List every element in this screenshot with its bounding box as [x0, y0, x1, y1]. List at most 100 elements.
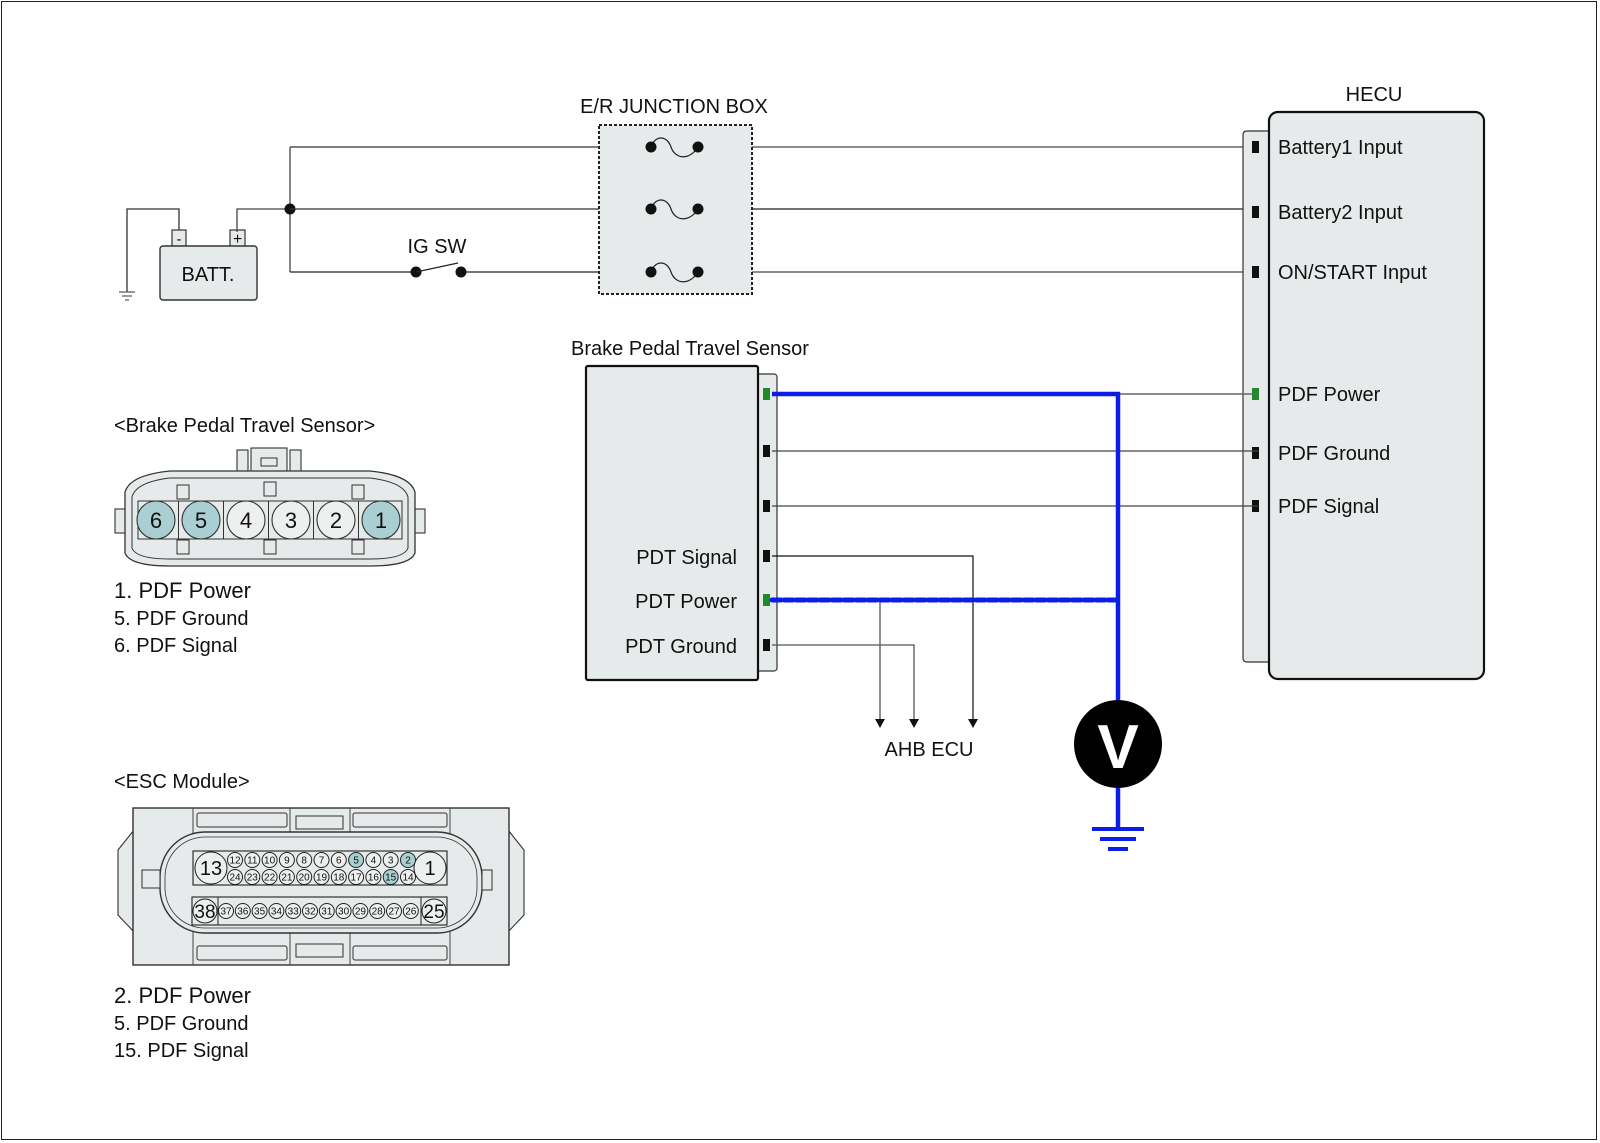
connector-pin-number: 11 — [247, 856, 258, 867]
connector-pin — [296, 852, 313, 868]
voltmeter-icon: V — [1097, 713, 1138, 782]
connector-pin — [261, 869, 278, 885]
connector-pin-number: 16 — [368, 873, 380, 884]
sensor-pin-terminal — [763, 500, 770, 512]
connector-pin-number: 19 — [316, 873, 328, 884]
sensor-pin-label: PDT Power — [635, 591, 737, 613]
hecu-pin-label: PDF Power — [1278, 384, 1381, 406]
connector-pin-number: 3 — [285, 508, 297, 533]
connector-pin-number: 22 — [264, 873, 276, 884]
connector-pin-number: 20 — [299, 873, 311, 884]
connector-pin — [330, 852, 347, 868]
connector-pin-number: 5 — [353, 856, 359, 867]
hecu-pin-terminal — [1252, 266, 1259, 278]
connector-pin — [352, 903, 369, 919]
hecu-pin-terminal — [1252, 206, 1259, 218]
hecu-pin-terminal — [1252, 141, 1259, 153]
connector-pin — [244, 869, 261, 885]
fuse-1 — [645, 137, 704, 158]
battery: - + BATT. — [119, 208, 258, 301]
connector-pin — [227, 852, 243, 868]
battery-neg-wire — [126, 208, 180, 292]
connector-pin — [251, 903, 268, 919]
hecu-pin-label: ON/START Input — [1278, 262, 1427, 284]
ahb-ecu-wires: AHB ECU — [772, 555, 978, 761]
connector-pin — [226, 500, 266, 540]
connector-pin — [313, 852, 330, 868]
connector-pin — [348, 852, 365, 868]
connector-pin — [382, 852, 399, 868]
connector-pin — [402, 903, 419, 919]
voltmeter[interactable]: V — [1074, 700, 1162, 788]
ground-icon — [119, 291, 135, 301]
sensor-hecu-wires — [772, 393, 1258, 507]
connector-pin-number: 35 — [254, 907, 266, 918]
sensor-pin-label: PDT Signal — [636, 547, 737, 569]
measurement-wires: V — [769, 391, 1162, 851]
connector-pin-number: 33 — [288, 907, 300, 918]
junction-box: E/R JUNCTION BOX — [580, 96, 768, 295]
connector-pin-number: 30 — [338, 907, 350, 918]
connector-pin-number: 38 — [194, 902, 215, 923]
connector-pin-number: 6 — [336, 856, 342, 867]
hecu-pin-label: PDF Ground — [1278, 443, 1390, 465]
connector-pin-number: 31 — [321, 907, 333, 918]
pin-legend-item: 5. PDF Ground — [114, 1013, 249, 1035]
connector-pin-number: 36 — [237, 907, 249, 918]
pin-legend-item: 5. PDF Ground — [114, 608, 249, 630]
connector-pin-number: 37 — [220, 907, 232, 918]
connector-pin — [365, 869, 382, 885]
connector-pin-number: 13 — [200, 858, 222, 880]
ground-icon — [1092, 827, 1144, 851]
connector-pin — [313, 869, 330, 885]
connector-pin — [136, 500, 176, 540]
hecu-pin-terminal — [1252, 447, 1259, 459]
ig-switch[interactable]: IG SW — [408, 236, 467, 278]
connector-pin — [244, 852, 261, 868]
hecu-pin-label: Battery1 Input — [1278, 137, 1403, 159]
arrow-down-icon — [968, 719, 978, 728]
connector-pin — [318, 903, 335, 919]
connector-pin — [413, 851, 447, 885]
connector-pin-number: 14 — [402, 873, 414, 884]
connector-pin-number: 32 — [304, 907, 316, 918]
connector-pin — [316, 500, 356, 540]
hecu-pin-label: PDF Signal — [1278, 496, 1379, 518]
connector-pin — [285, 903, 302, 919]
connector-pin-number: 3 — [388, 856, 394, 867]
pin-legend-item: 1. PDF Power — [114, 578, 251, 603]
connector-pin — [192, 898, 218, 924]
connector-pin-number: 26 — [405, 907, 417, 918]
connector-pin — [278, 852, 295, 868]
connector-pin — [181, 500, 221, 540]
pin-legend-item: 6. PDF Signal — [114, 635, 237, 657]
hecu-pin-label: Battery2 Input — [1278, 202, 1403, 224]
sensor-pin-label: PDT Ground — [625, 636, 737, 658]
sensor-pin-terminal — [763, 445, 770, 457]
connector-pin-number: 1 — [375, 508, 387, 533]
connector-pin — [365, 852, 382, 868]
connector-pin-number: 18 — [333, 873, 345, 884]
connector-pin-number: 6 — [150, 508, 162, 533]
connector-pin — [268, 903, 285, 919]
connector-pin-number: 25 — [423, 902, 444, 923]
connector-pin-number: 15 — [385, 873, 397, 884]
connector-pin — [400, 852, 416, 868]
connector-pin-number: 17 — [351, 873, 363, 884]
connector-pin — [382, 869, 399, 885]
connector-pin-number: 7 — [319, 856, 325, 867]
connector-pin — [400, 869, 416, 885]
connector-pin — [296, 869, 313, 885]
fuse-3 — [645, 262, 704, 283]
connector-pin — [218, 903, 234, 919]
battery-pos-sign: + — [233, 231, 242, 248]
hecu-title: HECU — [1346, 84, 1403, 106]
battery-neg-sign: - — [177, 231, 182, 248]
pin-legend-item: 2. PDF Power — [114, 983, 251, 1008]
connector-pin-number: 29 — [355, 907, 367, 918]
connector-pin — [369, 903, 386, 919]
junction-box-title: E/R JUNCTION BOX — [580, 96, 768, 118]
